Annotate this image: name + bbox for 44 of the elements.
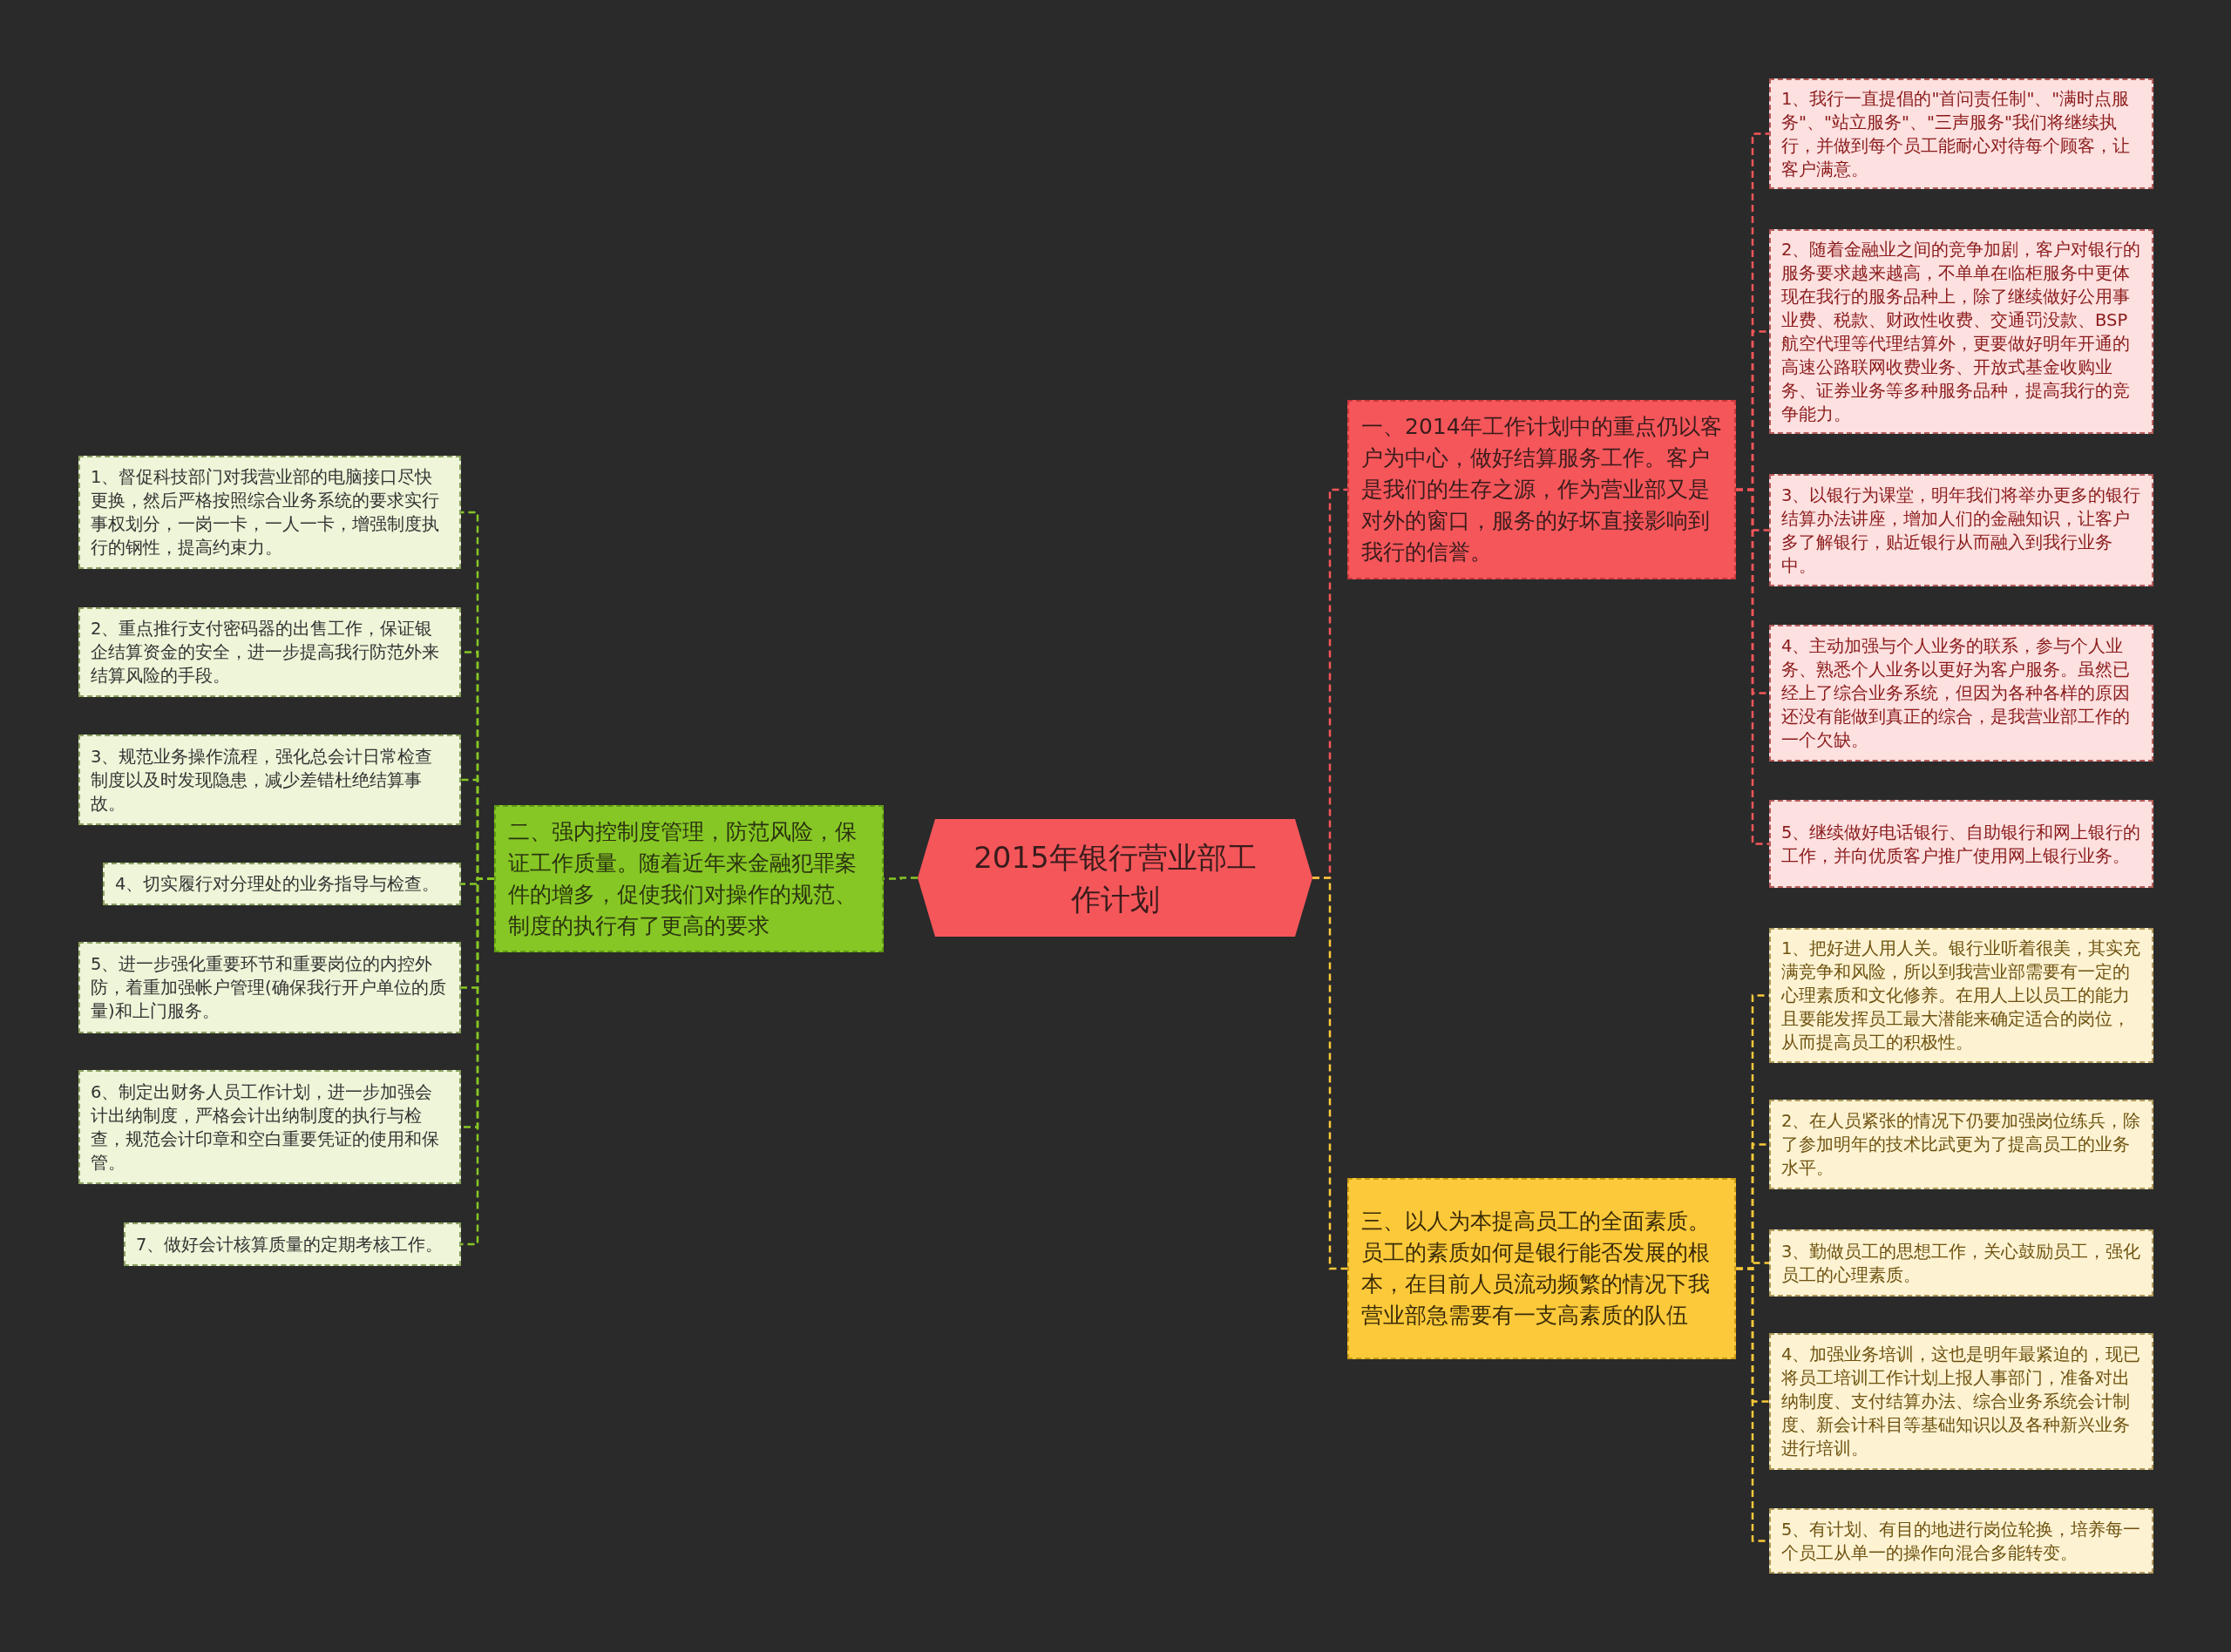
subtopic-card xyxy=(1769,800,2153,888)
topic-text: 3、以银行为课堂，明年我们将举办更多的银行结算办法讲座，增加人们的金融知识，让客户多了解银行，贴近银行从而融入到我行业务中。 xyxy=(1781,484,2141,578)
topic-text: 二、强内控制度管理，防范风险，保证工作质量。随着近年来金融犯罪案件的增多，促使我们对操作的规范、制度的执行有了更高的要求 xyxy=(508,817,858,940)
topic-text: 1、把好进人用人关。银行业听着很美，其实充满竞争和风险，所以到我营业部需要有一定的心理素质和文化修养。在用人上以员工的能力且要能发挥员工最大潜能来确定适合的岗位，从而提高员工的积极性。 xyxy=(1781,938,2141,1054)
subtopic-card xyxy=(78,735,461,825)
topic-text: 一、2014年工作计划中的重点仍以客户为中心，做好结算服务工作。客户是我们的生存之源，作为营业部又是对外的窗口，服务的好坏直接影响到我行的信誉。 xyxy=(1361,413,1722,566)
subtopic-card xyxy=(124,1222,461,1266)
topic-text: 2、随着金融业之间的竞争加剧，客户对银行的服务要求越来越高，不单单在临柜服务中更体现在我行的服务品种上，除了继续做好公用事业费、税款、财政性收费、交通罚没款、BSP航空代理等代理结算外，更要做好明年开通的高速公路联网收费业务、开放式基金收购业务、证券业务等多种服务品种，提高我行的竞争能力。 xyxy=(1781,238,2141,426)
topic-text: 5、进一步强化重要环节和重要岗位的内控外防，着重加强帐户管理(确保我行开户单位的质量)和上门服务。 xyxy=(91,953,447,1023)
topic-text: 5、有计划、有目的地进行岗位轮换，培养每一个员工从单一的操作向混合多能转变。 xyxy=(1781,1518,2141,1565)
subtopic-card xyxy=(78,607,461,697)
topic-text: 2、重点推行支付密码器的出售工作，保证银企结算资金的安全，进一步提高我行防范外来结算风险的手段。 xyxy=(91,618,440,687)
subtopic-card xyxy=(1769,1508,2153,1574)
topic-title: 2015年银行营业部工作计划 xyxy=(973,838,1258,918)
connector-line xyxy=(461,877,494,1246)
subtopic-card xyxy=(1769,1100,2153,1189)
subtopic-card xyxy=(1769,474,2153,586)
topic-text: 三、以人为本提高员工的全面素质。员工的素质如何是银行能否发展的根本，在目前人员流动频繁的情况下我营业部急需要有一支高素质的队伍 xyxy=(1361,1208,1711,1330)
topic-text: 5、继续做好电话银行、自助银行和网上银行的工作，并向优质客户推广使用网上银行业务。 xyxy=(1781,821,2141,868)
subtopic-card xyxy=(1769,1229,2153,1297)
connector-line xyxy=(1312,877,1347,1270)
branch-topic xyxy=(1347,1178,1736,1359)
topic-text: 1、督促科技部门对我营业部的电脑接口尽快更换，然后严格按照综合业务系统的要求实行事权划分，一岗一卡，一人一卡，增强制度执行的钢性，提高约束力。 xyxy=(91,466,440,559)
topic-text: 2、在人员紧张的情况下仍要加强岗位练兵，除了参加明年的技术比武更为了提高员工的业务水平。 xyxy=(1781,1110,2141,1180)
topic-text: 7、做好会计核算质量的定期考核工作。 xyxy=(136,1233,444,1256)
topic-text: 4、切实履行对分理处的业务指导与检查。 xyxy=(115,873,440,896)
topic-text: 6、制定出财务人员工作计划，进一步加强会计出纳制度，严格会计出纳制度的执行与检查，规范会计印章和空白重要凭证的使用和保管。 xyxy=(91,1080,440,1175)
subtopic-card xyxy=(1769,78,2153,189)
topic-text: 1、我行一直提倡的"首问责任制"、"满时点服务"、"站立服务"、"三声服务"我们将继续执行，并做到每个员工能耐心对待每个顾客，让客户满意。 xyxy=(1781,87,2131,181)
connector-line xyxy=(1736,488,1769,845)
subtopic-card xyxy=(1769,625,2153,762)
branch-topic xyxy=(1347,400,1736,579)
topic-text: 3、勤做员工的思想工作，关心鼓励员工，强化员工的心理素质。 xyxy=(1781,1240,2141,1287)
subtopic-card xyxy=(1769,1333,2153,1470)
central-topic xyxy=(918,819,1312,937)
topic-text: 3、规范业务操作流程，强化总会计日常检查制度以及时发现隐患，减少差错杜绝结算事故。 xyxy=(91,745,434,816)
subtopic-card xyxy=(78,942,461,1033)
topic-text: 4、加强业务培训，这也是明年最紧迫的，现已将员工培训工作计划上报人事部门，准备对出纳制度、支付结算办法、综合业务系统会计制度、新会计科目等基础知识以及各种新兴业务进行培训。 xyxy=(1781,1344,2141,1460)
subtopic-card xyxy=(78,1070,461,1184)
subtopic-card xyxy=(1769,928,2153,1063)
branch-topic xyxy=(494,805,884,952)
subtopic-card xyxy=(103,863,461,905)
topic-text: 4、主动加强与个人业务的联系，参与个人业务、熟悉个人业务以更好为客户服务。虽然已经上了综合业务系统，但因为各种各样的原因还没有能做到真正的综合，是我营业部工作的一个欠缺。 xyxy=(1781,635,2131,752)
subtopic-card xyxy=(78,456,461,569)
